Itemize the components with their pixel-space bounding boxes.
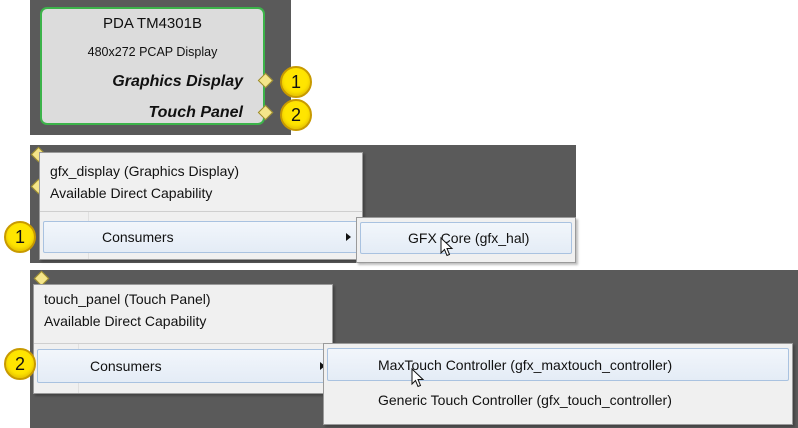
touch-consumers-submenu: MaxTouch Controller (gfx_maxtouch_contro… (323, 343, 793, 425)
component-panel: PDA TM4301B 480x272 PCAP Display Graphic… (30, 0, 291, 135)
menu-item-consumers-label: Consumers (90, 358, 162, 374)
port-label-touch-panel: Touch Panel (148, 104, 243, 121)
submenu-item-maxtouch-label: MaxTouch Controller (gfx_maxtouch_contro… (378, 357, 673, 373)
gfx-display-context-menu: gfx_display (Graphics Display) Available… (39, 152, 363, 260)
menu-separator (40, 211, 362, 212)
menu-item-consumers-label: Consumers (102, 229, 174, 245)
component-title: PDA TM4301B (103, 15, 202, 32)
submenu-item-generic-touch-controller[interactable]: Generic Touch Controller (gfx_touch_cont… (378, 392, 672, 408)
submenu-item-gfx-core[interactable]: GFX Core (gfx_hal) (360, 222, 572, 254)
component-block-pda-tm4301b[interactable]: PDA TM4301B 480x272 PCAP Display Graphic… (40, 7, 265, 125)
menu-header-title: gfx_display (Graphics Display) (50, 163, 240, 179)
component-subtitle: 480x272 PCAP Display (87, 45, 218, 59)
menu-header-subtitle: Available Direct Capability (50, 185, 213, 201)
gfx-display-menu-panel: gfx_display (Graphics Display) Available… (30, 145, 576, 263)
gfx-consumers-submenu: GFX Core (gfx_hal) (356, 217, 576, 263)
submenu-item-gfx-core-label: GFX Core (gfx_hal) (408, 230, 530, 246)
arrow-cursor-icon (440, 237, 454, 257)
chevron-right-icon (320, 362, 325, 370)
menu-header-title: touch_panel (Touch Panel) (44, 291, 211, 307)
touch-panel-menu-panel: touch_panel (Touch Panel) Available Dire… (30, 270, 798, 428)
callout-badge-1: 1 (280, 66, 312, 98)
callout-badge-2: 2 (280, 99, 312, 131)
port-label-graphics-display: Graphics Display (112, 73, 243, 90)
touch-panel-context-menu: touch_panel (Touch Panel) Available Dire… (33, 284, 333, 394)
chevron-right-icon (346, 233, 351, 241)
menu-item-consumers[interactable]: Consumers (37, 349, 329, 383)
menu-header-subtitle: Available Direct Capability (44, 313, 207, 329)
callout-badge-2: 2 (4, 348, 36, 380)
submenu-item-maxtouch-controller[interactable]: MaxTouch Controller (gfx_maxtouch_contro… (327, 348, 789, 381)
arrow-cursor-icon (411, 368, 425, 388)
menu-item-consumers[interactable]: Consumers (43, 221, 359, 253)
callout-badge-1: 1 (4, 221, 36, 253)
menu-separator (34, 343, 332, 344)
